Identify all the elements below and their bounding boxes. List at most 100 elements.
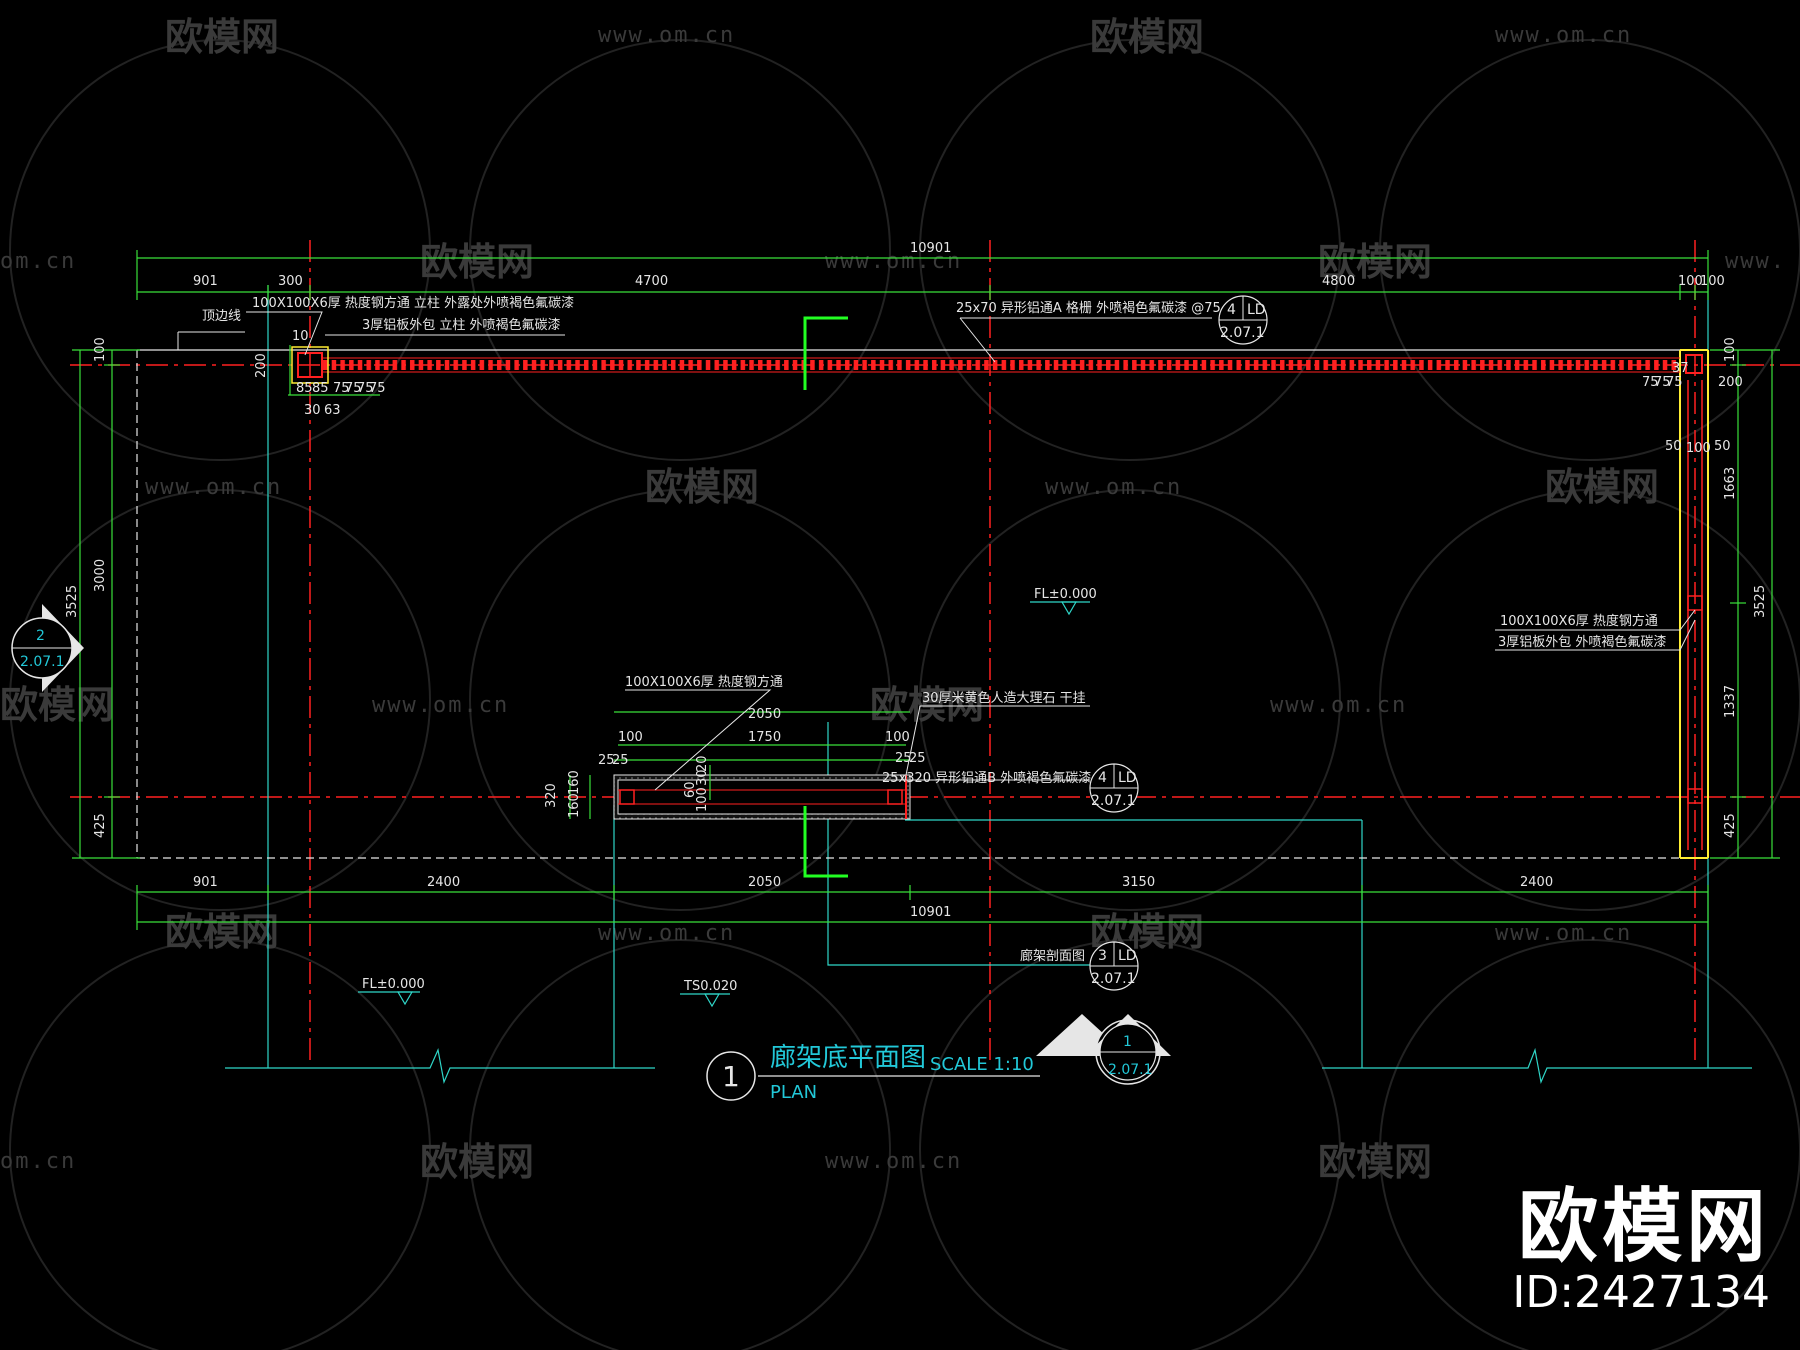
ref-2-bottom: 2.07.1: [1091, 793, 1136, 809]
dim-left-b: 200: [254, 353, 269, 378]
watermark-brand: 欧模网: [1318, 240, 1432, 284]
dim-bench-h320: 320: [544, 783, 559, 808]
note-section-label: 廊架剖面图: [1020, 948, 1085, 964]
watermark-url: om.cn: [0, 249, 76, 274]
section-left-top: 2: [36, 628, 45, 644]
brand-id: ID:2427134: [1512, 1267, 1770, 1319]
dim-top-c: 4700: [635, 274, 668, 289]
right-dimension-text: 100 200 50 100 50 1663 3525 1337 425 75 …: [1642, 337, 1768, 838]
section-bottom-top: 1: [1123, 1034, 1132, 1050]
ref-1-bottom: 2.07.1: [1220, 325, 1265, 341]
watermark-brand: 欧模网: [1545, 465, 1659, 509]
dim-detail-h: 30: [304, 403, 321, 418]
left-dimension-text: 100 200 3000 3525 425: [65, 337, 269, 838]
dim-detail-c: 85: [312, 381, 329, 396]
note-top-col2: 3厚铝板外包 立柱 外喷褐色氟碳漆: [362, 317, 561, 333]
dim-right-m: 37: [1672, 361, 1689, 376]
dim-top-b: 300: [278, 274, 303, 289]
watermark-url: www.om.cn: [825, 249, 962, 274]
detail-dimension-text: 10 85 85 75 75 75 75 30 63: [292, 329, 386, 418]
dim-detail-a: 10: [292, 329, 309, 344]
ref-3-bottom: 2.07.1: [1091, 971, 1136, 987]
note-bench-alu: 25x320 异形铝通B 外喷褐色氟碳漆: [882, 770, 1091, 786]
dim-bench-l25b: 25: [612, 753, 629, 768]
dim-bench-l25a: 25: [598, 753, 615, 768]
leader-lines: [177, 311, 1696, 791]
watermark-url: www.om.cn: [1270, 693, 1407, 718]
level-center: FL±0.000: [1034, 587, 1097, 602]
ref-1-mid: LD: [1247, 302, 1266, 318]
plan-outline: [136, 349, 1709, 859]
watermark-brand: 欧模网: [1318, 1140, 1432, 1184]
dim-left-e: 425: [93, 813, 108, 838]
watermark-brand: 欧模网: [645, 465, 759, 509]
dim-bench-left: 100: [618, 730, 643, 745]
watermark-url: www.om.cn: [372, 693, 509, 718]
section-left-bottom: 2.07.1: [20, 654, 65, 670]
watermark-url: www.om.cn: [1495, 23, 1632, 48]
dim-bottom-d: 3150: [1122, 875, 1155, 890]
top-dimension-text: 10901 901 300 4700 4800 100 100: [193, 241, 1725, 289]
watermark-brand: 欧模网: [0, 683, 114, 727]
watermark-brand: 欧模网: [165, 910, 279, 954]
section-bottom-bottom: 2.07.1: [1108, 1062, 1153, 1078]
watermark-url: www.om.cn: [825, 1149, 962, 1174]
right-columns: [1687, 380, 1703, 850]
watermark-url: www.om.cn: [1495, 921, 1632, 946]
top-grille: [291, 346, 1703, 384]
dim-right-l: 75: [1666, 375, 1683, 390]
note-bench-steel: 100X100X6厚 热度钢方通: [625, 674, 783, 690]
ref-bubble-3: 3 LD 2.07.1: [1089, 941, 1139, 991]
ref-2-top: 4: [1098, 770, 1107, 786]
ref-3-mid: LD: [1118, 948, 1137, 964]
bench-dimension-text: 2050 1750 100 100 25 25 25 25 320 160 16…: [544, 707, 926, 818]
dim-bench-v30: 30: [695, 769, 710, 786]
note-right-col2: 3厚铝板外包 外喷褐色氟碳漆: [1498, 634, 1666, 650]
dim-right-h: 1337: [1723, 685, 1738, 718]
watermark-brand: 欧模网: [165, 15, 279, 59]
watermark-brand: 欧模网: [1090, 15, 1204, 59]
watermarks: 欧模网 www.om.cn 欧模网 www.om.cn om.cn 欧模网 ww…: [0, 15, 1784, 1184]
dim-right-d: 100: [1686, 441, 1711, 456]
notes: 100X100X6厚 热度钢方通 立柱 外露处外喷褐色氟碳漆 3厚铝板外包 立柱…: [202, 295, 1666, 994]
title-main: 廊架底平面图: [770, 1043, 926, 1073]
dim-right-e: 50: [1714, 439, 1731, 454]
dim-right-i: 425: [1723, 813, 1738, 838]
note-right-col1: 100X100X6厚 热度钢方通: [1500, 613, 1658, 629]
watermark-brand: 欧模网: [870, 683, 984, 727]
title-sub: PLAN: [770, 1082, 817, 1103]
dim-right-c: 50: [1665, 439, 1682, 454]
dim-detail-g: 75: [369, 381, 386, 396]
watermark-rings: [9, 39, 1800, 1350]
dim-right-j: 75: [1642, 375, 1659, 390]
ref-3-top: 3: [1098, 948, 1107, 964]
dim-detail-b: 85: [296, 381, 313, 396]
watermark-url: om.cn: [0, 1149, 76, 1174]
watermark-url: www.om.cn: [598, 23, 735, 48]
dim-bench-r25a: 25: [895, 751, 912, 766]
note-bench-stone: 30厚米黄色人造大理石 干挂: [922, 690, 1086, 706]
dim-top-f: 100: [1700, 274, 1725, 289]
brand-name: 欧模网: [1518, 1180, 1770, 1274]
dim-bench-inner: 1750: [748, 730, 781, 745]
watermark-brand: 欧模网: [420, 1140, 534, 1184]
dimension-lines: [72, 250, 1780, 930]
drawing-title: 1 廊架底平面图 SCALE 1:10 PLAN: [706, 1043, 1040, 1103]
brand-watermark-box: 欧模网 ID:2427134: [1512, 1187, 1770, 1320]
dim-top-a: 901: [193, 274, 218, 289]
ref-bubble-2: 4 LD 2.07.1: [1089, 763, 1139, 813]
dim-detail-i: 63: [324, 403, 341, 418]
dim-right-k: 75: [1654, 375, 1671, 390]
section-symbol-bottom: 1 2.07.1: [1036, 1014, 1171, 1085]
title-scale: SCALE 1:10: [930, 1054, 1034, 1075]
dim-right-f: 1663: [1723, 467, 1738, 500]
dim-bottom-b: 2400: [427, 875, 460, 890]
bench: [613, 774, 911, 820]
ref-bubble-1: 4 LD 2.07.1: [1218, 295, 1268, 345]
section-cut-marks: [803, 316, 848, 878]
dim-left-a: 100: [93, 337, 108, 362]
note-top-col1: 100X100X6厚 热度钢方通 立柱 外露处外喷褐色氟碳漆: [252, 295, 574, 311]
title-number: 1: [722, 1060, 740, 1093]
ref-1-top: 4: [1227, 302, 1236, 318]
dim-top-d: 4800: [1322, 274, 1355, 289]
